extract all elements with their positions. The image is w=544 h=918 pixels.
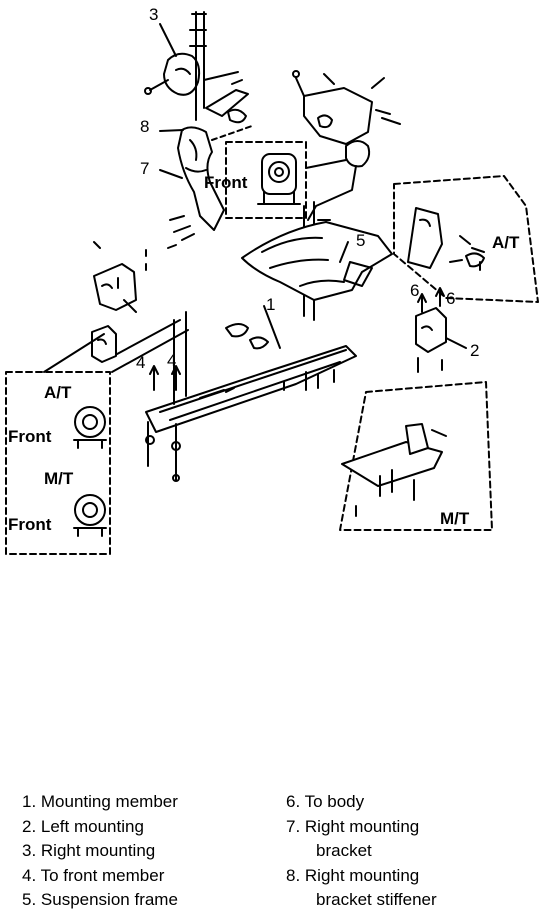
inset-left-at-front-label: Front — [8, 427, 52, 446]
legend-item-7-cont: bracket — [316, 841, 372, 860]
left-at-mt-inset — [5, 333, 111, 555]
legend-item-8-cont: bracket stiffener — [316, 890, 437, 909]
callout-6-left: 6 — [410, 281, 420, 300]
right-mounting-bracket-part — [159, 125, 253, 249]
legend-item-5: 5. Suspension frame — [22, 890, 178, 909]
legend-item-3: 3. Right mounting — [22, 841, 156, 860]
inset-left-at-label: A/T — [44, 383, 72, 402]
right-at-inset — [393, 175, 539, 303]
legend-left-column: 1. Mounting member 2. Left mounting 3. R… — [22, 790, 178, 913]
left-mounting-bracket-part — [93, 241, 147, 313]
legend-right-column: 6. To body 7. Right mounting bracket 8. … — [286, 790, 437, 913]
inset-left-mt-label: M/T — [44, 469, 74, 488]
left-mount-block-part — [91, 325, 117, 363]
to-front-member-arrows — [145, 365, 181, 482]
mounting-member-part — [105, 311, 357, 433]
lower-bolts — [283, 369, 335, 391]
callout-3: 3 — [149, 5, 159, 24]
legend-item-2: 2. Left mounting — [22, 816, 144, 836]
left-mounting-part — [415, 287, 467, 373]
upper-right-bracket-part — [292, 70, 401, 221]
center-front-inset — [225, 141, 307, 219]
legend-item-1: 1. Mounting member — [22, 792, 178, 811]
right-mounting-part — [144, 11, 249, 124]
legend-item-7: 7. Right mounting — [286, 816, 420, 836]
callout-4-right: 4 — [167, 351, 177, 370]
legend-item-8: 8. Right mounting — [286, 865, 420, 885]
suspension-frame-part — [241, 221, 393, 301]
inset-bottom-mt-label: M/T — [440, 509, 470, 528]
legend-item-4: 4. To front member — [22, 865, 165, 885]
bottom-mt-inset — [339, 381, 493, 531]
callout-7: 7 — [140, 159, 150, 178]
callout-5: 5 — [356, 231, 366, 250]
callout-6-right: 6 — [446, 289, 456, 308]
callout-2: 2 — [470, 341, 480, 360]
callout-8: 8 — [140, 117, 150, 136]
callout-1: 1 — [266, 295, 276, 314]
inset-right-at-label: A/T — [492, 233, 520, 252]
legend-item-6: 6. To body — [286, 792, 365, 811]
callout-leaders — [159, 23, 349, 349]
callout-4-left: 4 — [136, 353, 146, 372]
inset-right-mount-front-label: Front — [204, 173, 248, 192]
inset-left-mt-front-label: Front — [8, 515, 52, 534]
